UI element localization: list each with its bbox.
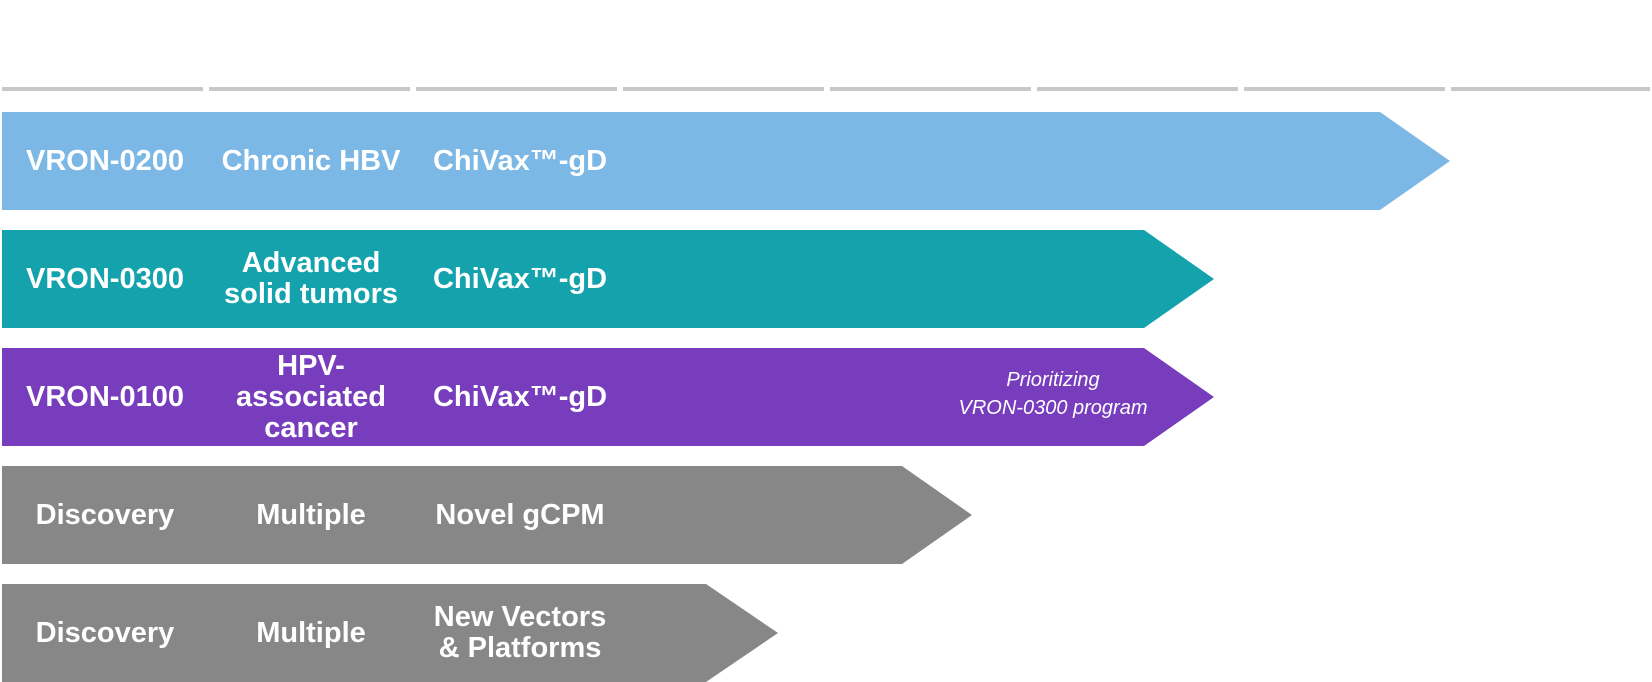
indication-label: Multiple: [256, 616, 366, 649]
header-line-1: [2, 87, 203, 91]
indication-label: Multiple: [256, 498, 366, 531]
pipeline-row-discovery-vectors: Discovery Multiple New Vectors & Platfor…: [2, 584, 778, 682]
pipeline-arrow: [2, 230, 1214, 328]
platform-label: ChiVax™-gD: [432, 144, 608, 177]
header-line-4: [623, 87, 824, 91]
platform-label: New Vectors & Platforms: [433, 601, 607, 664]
indication-label: HPV- associated cancer: [236, 349, 386, 444]
status-note: Prioritizing VRON-0300 program: [958, 369, 1148, 419]
pipeline-row-discovery-gcpm: Discovery Multiple Novel gCPM: [2, 466, 972, 564]
header-line-5: [830, 87, 1031, 91]
header-line-3: [416, 87, 617, 91]
header-line-2: [209, 87, 410, 91]
header-line-6: [1037, 87, 1238, 91]
platform-label: ChiVax™-gD: [432, 262, 608, 295]
pipeline-arrow: [2, 112, 1450, 210]
pipeline-row-vron-0300: VRON-0300 Advanced solid tumors ChiVax™-…: [2, 230, 1214, 328]
platform-label: Novel gCPM: [435, 498, 605, 531]
indication-label: Chronic HBV: [221, 144, 401, 177]
indication-label: Advanced solid tumors: [223, 247, 398, 310]
program-label: VRON-0100: [26, 380, 184, 413]
program-label: Discovery: [35, 616, 175, 649]
pipeline-arrow: [2, 348, 1214, 446]
pipeline-row-vron-0200: VRON-0200 Chronic HBV ChiVax™-gD: [2, 112, 1450, 210]
pipeline-arrow: [2, 584, 778, 682]
header-line-8: [1451, 87, 1650, 91]
program-label: Discovery: [35, 498, 175, 531]
program-label: VRON-0300: [26, 262, 184, 295]
header-line-7: [1244, 87, 1445, 91]
pipeline-arrow: [2, 466, 972, 564]
platform-label: ChiVax™-gD: [432, 380, 608, 413]
pipeline-row-vron-0100: VRON-0100 HPV- associated cancer ChiVax™…: [2, 348, 1214, 446]
program-label: VRON-0200: [26, 144, 184, 177]
